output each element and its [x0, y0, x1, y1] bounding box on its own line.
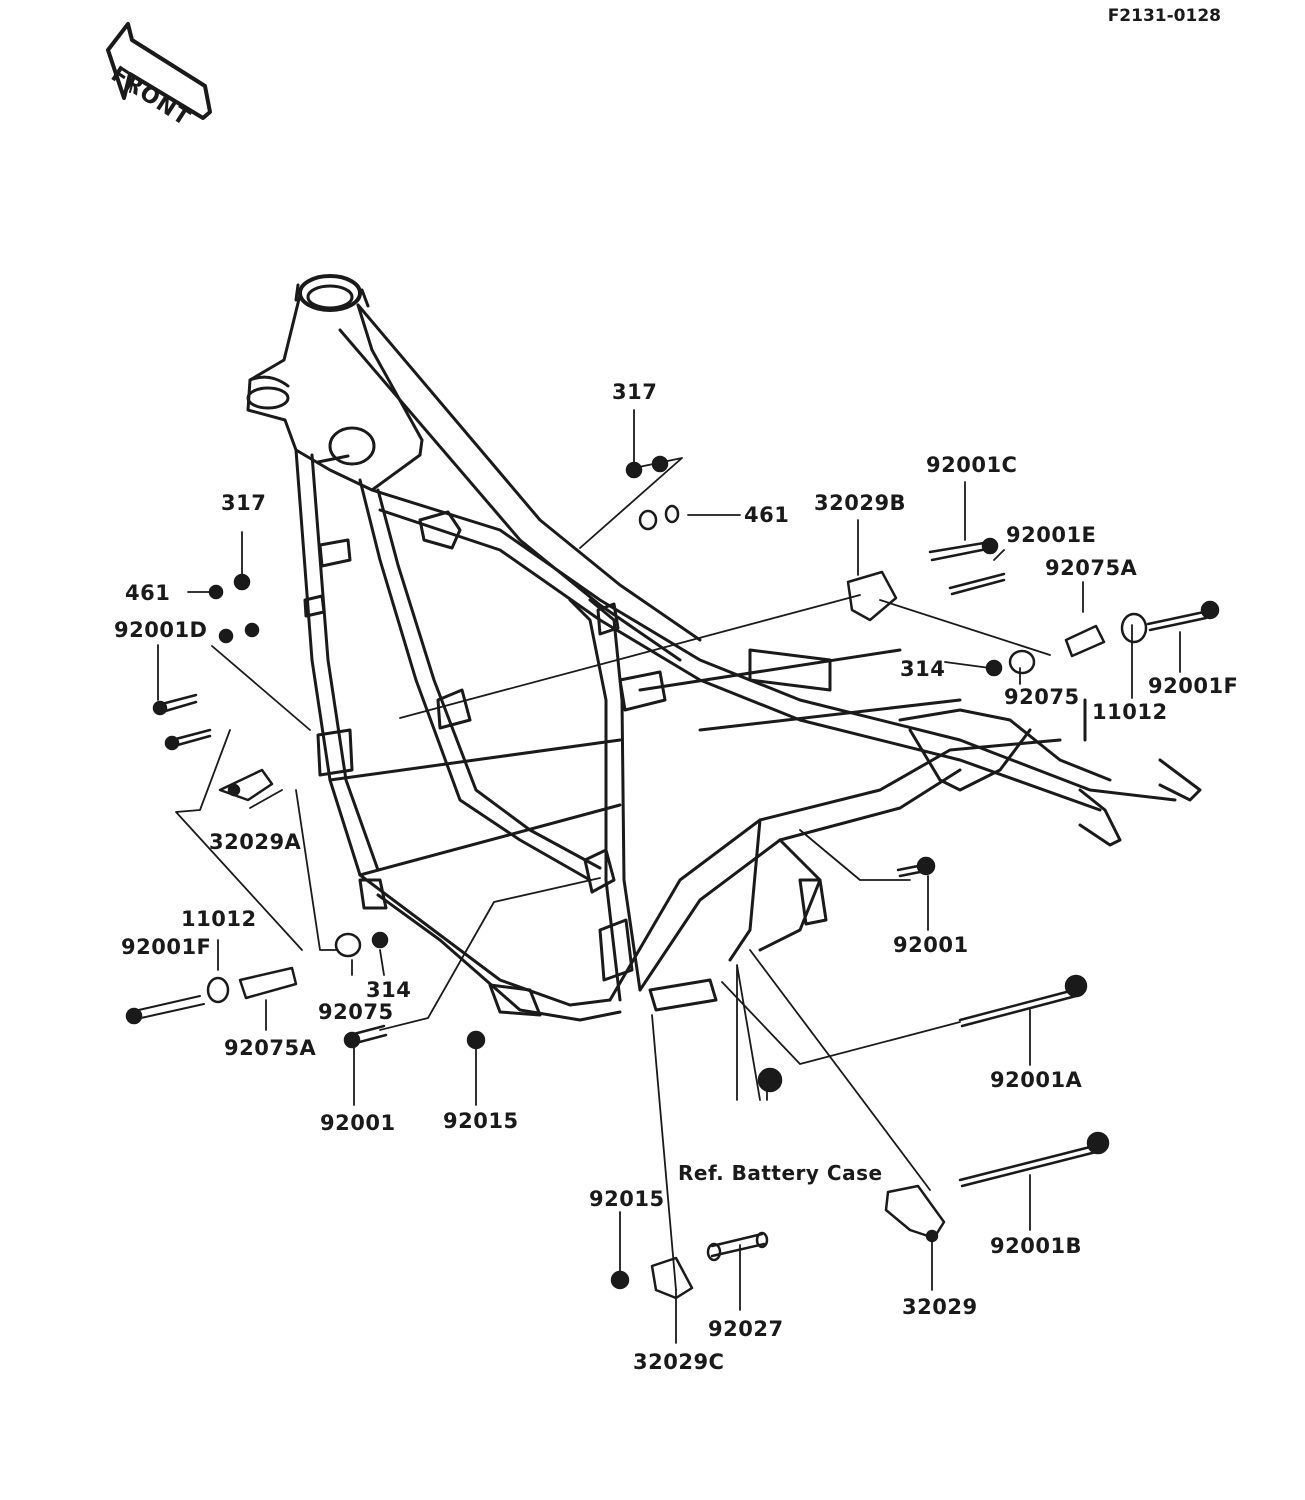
callout-92075a-left: 92075A — [224, 1036, 317, 1060]
callout-317-left: 317 — [221, 491, 267, 515]
callout-92001-right: 92001 — [893, 933, 969, 957]
callout-92015-mid: 92015 — [443, 1109, 519, 1133]
callout-92001e: 92001E — [1006, 523, 1097, 547]
callout-92001c: 92001C — [926, 453, 1018, 477]
loose-parts — [125, 455, 1220, 1300]
callout-92001b: 92001B — [990, 1234, 1083, 1258]
callout-32029b: 32029B — [814, 491, 907, 515]
callout-314-right: 314 — [900, 657, 946, 681]
callout-32029: 32029 — [902, 1295, 978, 1319]
callout-92075a-right: 92075A — [1045, 556, 1138, 580]
callout-461-top: 461 — [744, 503, 790, 527]
callout-92075-left: 92075 — [318, 1000, 394, 1024]
callout-ref-battery-case: Ref. Battery Case — [678, 1161, 883, 1185]
leader-lines — [157, 409, 1181, 1344]
callout-461-left: 461 — [125, 581, 171, 605]
callout-92027: 92027 — [708, 1317, 784, 1341]
front-arrow-icon — [106, 22, 212, 120]
callout-92001f-left: 92001F — [121, 935, 212, 959]
callout-92001d: 92001D — [114, 618, 208, 642]
callout-92075-right: 92075 — [1004, 685, 1080, 709]
callout-32029c: 32029C — [633, 1350, 725, 1374]
callout-317-top: 317 — [612, 380, 658, 404]
callout-11012-left: 11012 — [181, 907, 257, 931]
callout-92001-left: 92001 — [320, 1111, 396, 1135]
callout-32029a: 32029A — [209, 830, 302, 854]
motorcycle-frame — [246, 274, 1202, 1022]
drawing-code: F2131-0128 — [1107, 6, 1221, 26]
callout-92001a: 92001A — [990, 1068, 1083, 1092]
callout-92001f-right: 92001F — [1148, 674, 1239, 698]
callout-11012-right: 11012 — [1092, 700, 1168, 724]
callout-314-left: 314 — [366, 978, 412, 1002]
callout-92015-bottom: 92015 — [589, 1187, 665, 1211]
